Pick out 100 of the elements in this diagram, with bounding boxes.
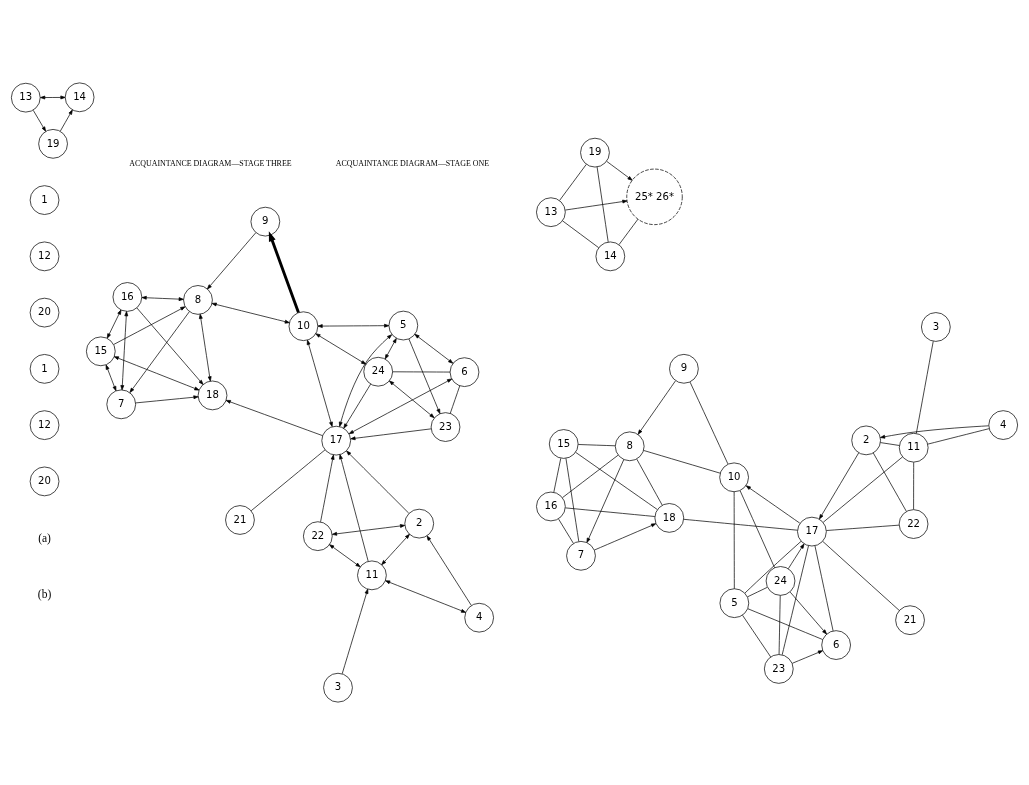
label: (b) bbox=[37, 588, 52, 601]
connector bbox=[778, 595, 781, 655]
arrow bbox=[198, 313, 212, 382]
arrow bbox=[338, 334, 392, 427]
node-circle: 15 bbox=[548, 429, 579, 459]
label: ACQUAINTANCE DIAGRAM—STAGE THREE bbox=[129, 159, 292, 169]
node-circle: 9 bbox=[669, 354, 699, 384]
node-circle: 19 bbox=[580, 137, 610, 168]
node-circle: 13 bbox=[536, 197, 566, 227]
connector bbox=[872, 452, 907, 512]
connector bbox=[553, 457, 562, 493]
arrow bbox=[113, 356, 200, 391]
connector bbox=[822, 456, 903, 523]
arrow bbox=[106, 309, 122, 339]
connector bbox=[565, 457, 580, 542]
connector bbox=[880, 442, 900, 446]
arrow bbox=[346, 450, 410, 514]
arrow bbox=[317, 323, 390, 328]
node-circle: 16 bbox=[536, 491, 566, 522]
arrow bbox=[745, 485, 801, 524]
connector bbox=[562, 220, 599, 248]
connector bbox=[575, 451, 658, 510]
arrow bbox=[341, 588, 369, 675]
arrow bbox=[414, 333, 454, 364]
node-circle: 1 bbox=[29, 354, 60, 384]
connector bbox=[814, 545, 834, 632]
connector bbox=[927, 428, 990, 445]
node-circle: 4 bbox=[464, 602, 494, 633]
node-circle: 7 bbox=[566, 541, 596, 571]
connector bbox=[822, 541, 900, 611]
connector bbox=[577, 444, 616, 447]
arrow bbox=[426, 535, 472, 606]
connector bbox=[618, 218, 639, 245]
node-circle: 19 bbox=[38, 129, 68, 159]
arrow bbox=[211, 302, 290, 324]
node-circle: 13 bbox=[11, 82, 41, 113]
arrow bbox=[339, 454, 369, 562]
node-circle: 22 bbox=[898, 509, 929, 539]
label: (a) bbox=[38, 531, 51, 544]
node-circle: 16 bbox=[112, 282, 143, 312]
arrow bbox=[787, 543, 805, 570]
node-circle: 21 bbox=[895, 605, 925, 635]
node-circle: 14 bbox=[595, 241, 626, 272]
node-circle: 3 bbox=[323, 672, 353, 703]
arrow bbox=[408, 338, 441, 414]
connector bbox=[733, 491, 735, 590]
arrow bbox=[32, 109, 46, 132]
connector bbox=[636, 458, 663, 506]
connector bbox=[558, 518, 574, 544]
arrow bbox=[384, 338, 397, 360]
arrow bbox=[389, 380, 435, 419]
arrow bbox=[594, 523, 657, 551]
connector bbox=[596, 166, 609, 243]
arrow bbox=[268, 231, 300, 314]
node-circle: 12 bbox=[29, 241, 60, 272]
node-circle: 3 bbox=[921, 312, 951, 342]
arrow bbox=[329, 544, 361, 568]
connector bbox=[916, 340, 934, 434]
connector bbox=[913, 462, 915, 510]
arrow bbox=[207, 232, 257, 290]
arrow bbox=[564, 199, 628, 211]
connector bbox=[562, 454, 619, 498]
arrow bbox=[315, 333, 367, 365]
node-circle: 2 bbox=[851, 425, 881, 456]
arrow bbox=[59, 109, 73, 132]
arrow bbox=[120, 311, 129, 391]
arrow bbox=[320, 454, 335, 523]
connector bbox=[392, 371, 451, 373]
arrow bbox=[880, 425, 989, 439]
arrow bbox=[113, 306, 186, 345]
connector bbox=[565, 507, 656, 517]
arrow bbox=[348, 378, 453, 435]
connector bbox=[683, 518, 798, 531]
arrow bbox=[586, 459, 625, 543]
arrow bbox=[789, 591, 827, 635]
arrow bbox=[129, 311, 190, 393]
arrow bbox=[381, 534, 410, 565]
arrow bbox=[105, 364, 117, 392]
connector bbox=[739, 490, 775, 568]
arrow bbox=[332, 524, 406, 536]
arrow bbox=[306, 339, 333, 427]
arrow bbox=[141, 295, 184, 301]
arrow bbox=[350, 428, 432, 441]
node-circle: 23 bbox=[764, 654, 794, 684]
arrow bbox=[40, 95, 66, 100]
arrow bbox=[225, 400, 323, 436]
connector bbox=[781, 545, 809, 656]
node-circle: 20 bbox=[29, 297, 60, 328]
node-circle: 11 bbox=[898, 432, 929, 463]
arrow bbox=[385, 580, 467, 613]
node-circle: 15 bbox=[86, 336, 116, 367]
node-circle: 5 bbox=[719, 588, 750, 618]
connector bbox=[449, 385, 461, 414]
connector bbox=[250, 449, 326, 512]
connector bbox=[559, 164, 587, 201]
node-circle: 4 bbox=[988, 410, 1018, 440]
label: ACQUAINTANCE DIAGRAM—STAGE ONE bbox=[335, 159, 490, 169]
connector bbox=[742, 614, 772, 658]
arrow bbox=[136, 307, 204, 385]
arrow bbox=[792, 650, 823, 664]
